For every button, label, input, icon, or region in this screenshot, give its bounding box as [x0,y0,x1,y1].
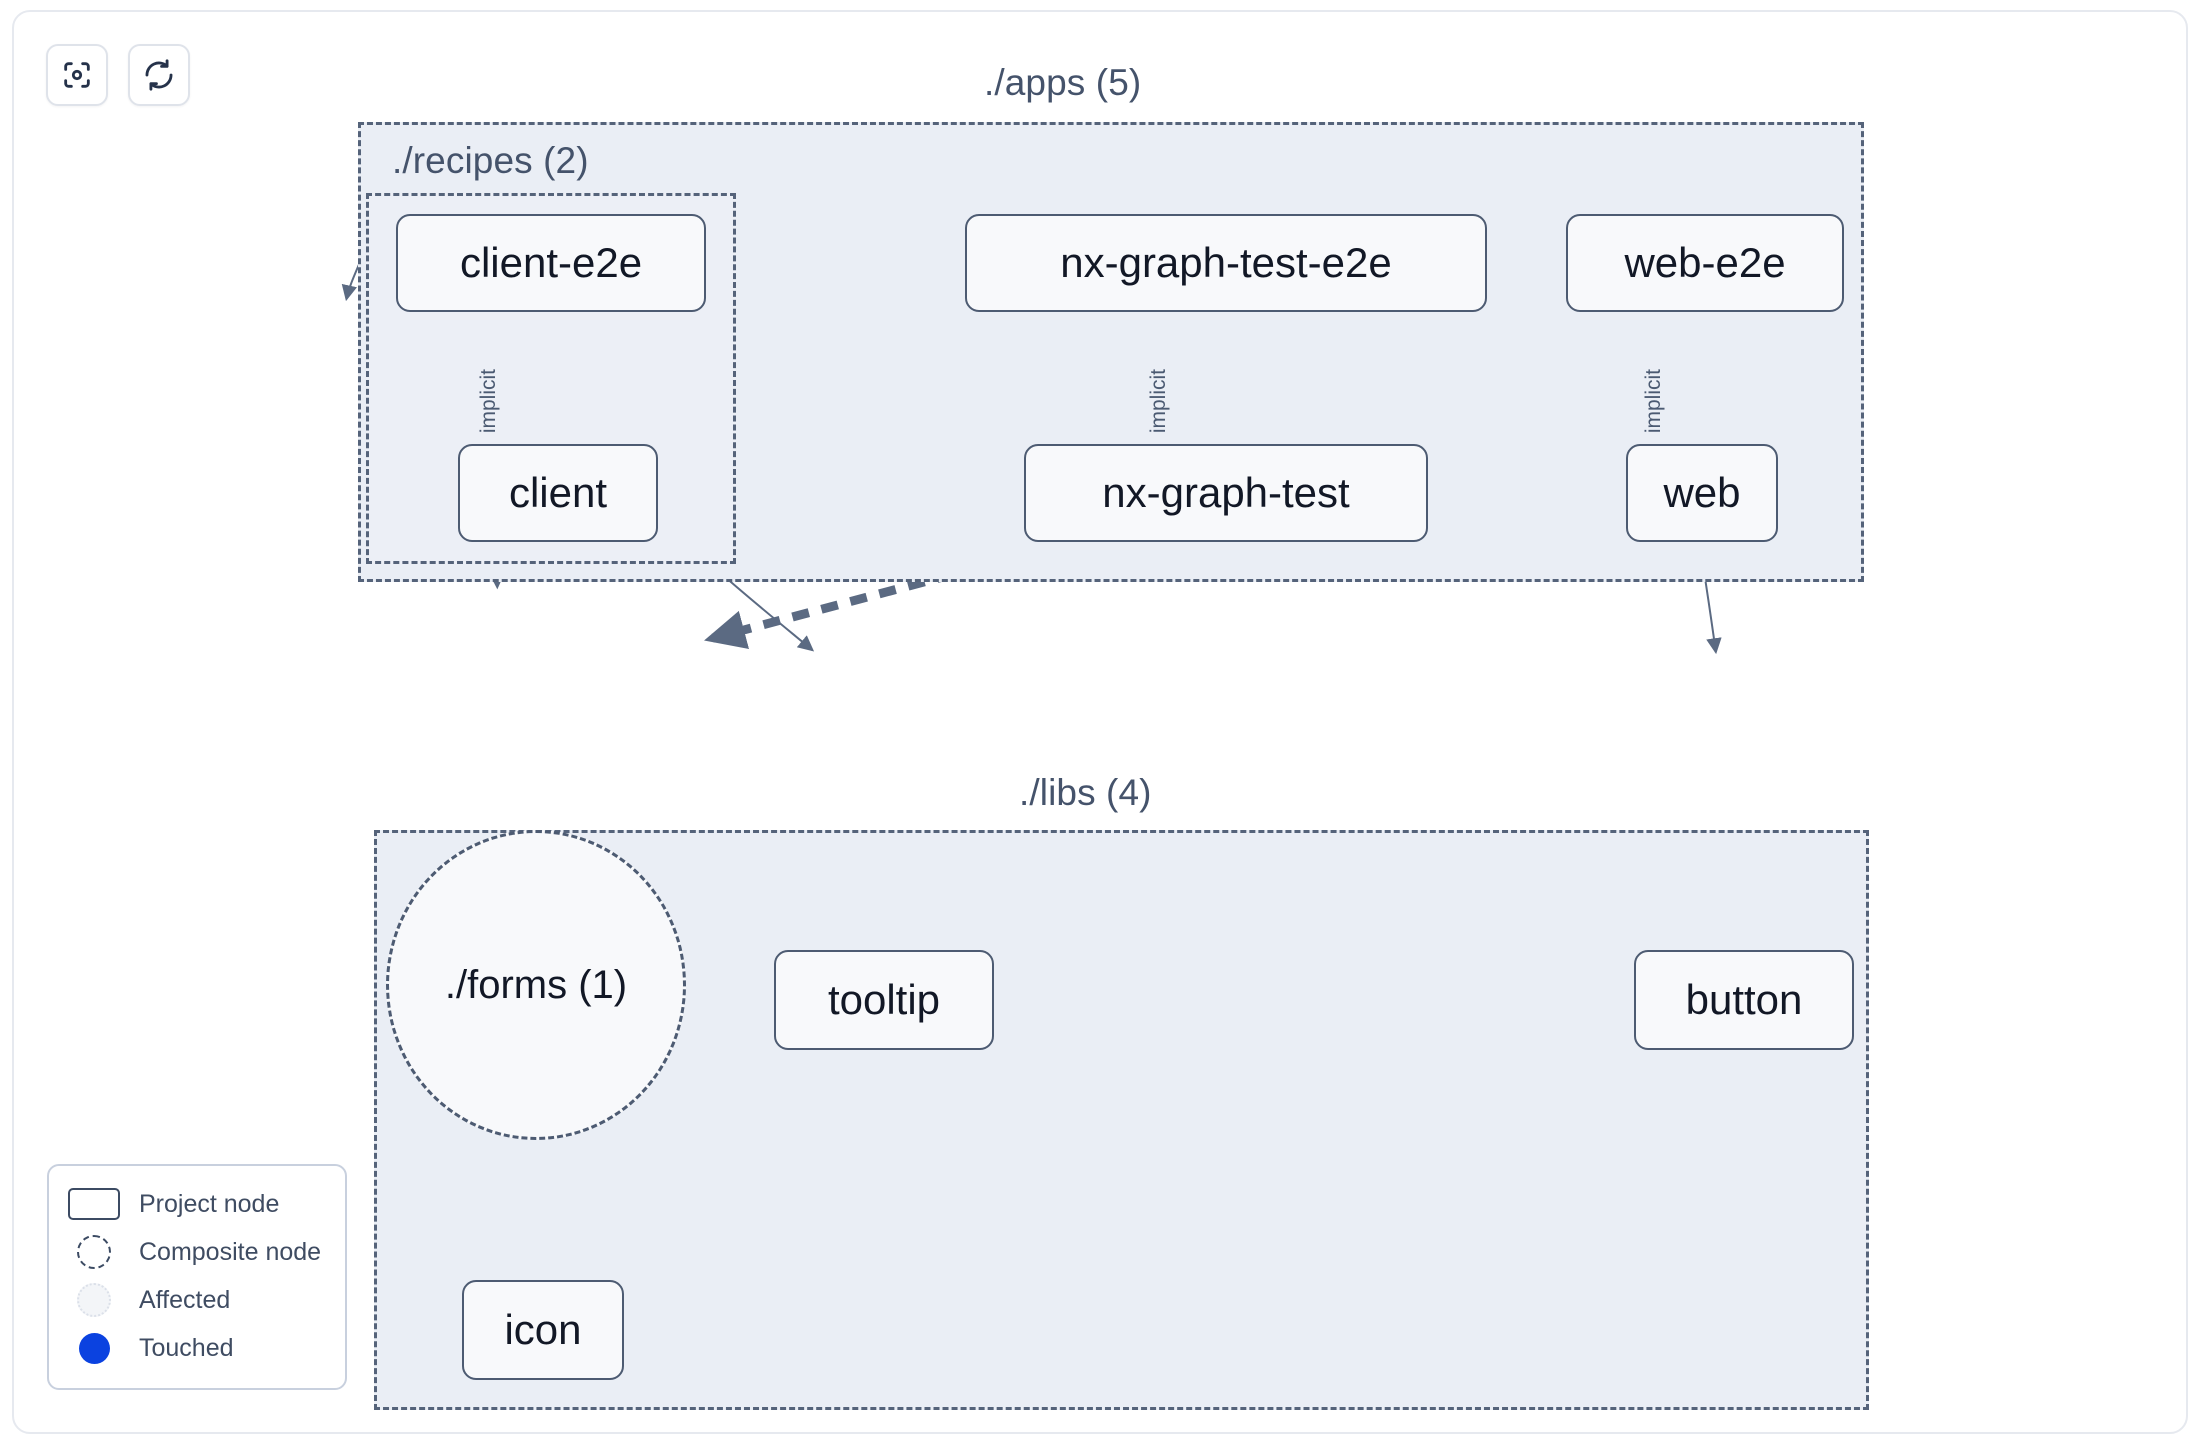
node-nx-graph-test[interactable]: nx-graph-test [1024,444,1428,542]
node-web-e2e[interactable]: web-e2e [1566,214,1844,312]
node-tooltip[interactable]: tooltip [774,950,994,1050]
graph-panel: ./apps (5) ./recipes (2) ./libs (4) clie… [12,10,2188,1434]
node-client-e2e[interactable]: client-e2e [396,214,706,312]
focus-target-icon [60,58,94,92]
node-button[interactable]: button [1634,950,1854,1050]
graph-legend: Project node Composite node Affected Tou… [47,1164,347,1390]
group-libs-label: ./libs (4) [1019,772,1152,813]
refresh-icon [142,58,176,92]
graph-toolbar [46,44,190,106]
node-nx-graph-test-e2e[interactable]: nx-graph-test-e2e [965,214,1487,312]
group-recipes-label: ./recipes (2) [392,140,589,181]
legend-touched-label: Touched [139,1333,234,1362]
edge-label-web-e2e-implicit: implicit [1642,369,1666,434]
edge-label-nx-graph-test-e2e-implicit: implicit [1147,369,1171,434]
refresh-graph-button[interactable] [128,44,190,106]
edge-label-client-e2e-implicit: implicit [477,369,501,434]
legend-project-node-label: Project node [139,1189,280,1218]
legend-affected: Affected [65,1276,329,1324]
node-client[interactable]: client [458,444,658,542]
node-icon[interactable]: icon [462,1280,624,1380]
group-apps-label: ./apps (5) [984,62,1142,103]
legend-affected-label: Affected [139,1285,231,1314]
affected-swatch-icon [65,1283,123,1317]
legend-project-node: Project node [65,1180,329,1228]
node-forms-composite[interactable]: ./forms (1) [386,830,686,1140]
dependency-graph-canvas[interactable]: ./apps (5) ./recipes (2) ./libs (4) clie… [14,12,2186,1432]
focus-graph-button[interactable] [46,44,108,106]
legend-composite-node: Composite node [65,1228,329,1276]
node-web[interactable]: web [1626,444,1778,542]
touched-swatch-icon [65,1331,123,1365]
legend-touched: Touched [65,1324,329,1372]
composite-node-swatch-icon [65,1235,123,1269]
project-node-swatch-icon [65,1187,123,1221]
legend-composite-node-label: Composite node [139,1237,322,1266]
